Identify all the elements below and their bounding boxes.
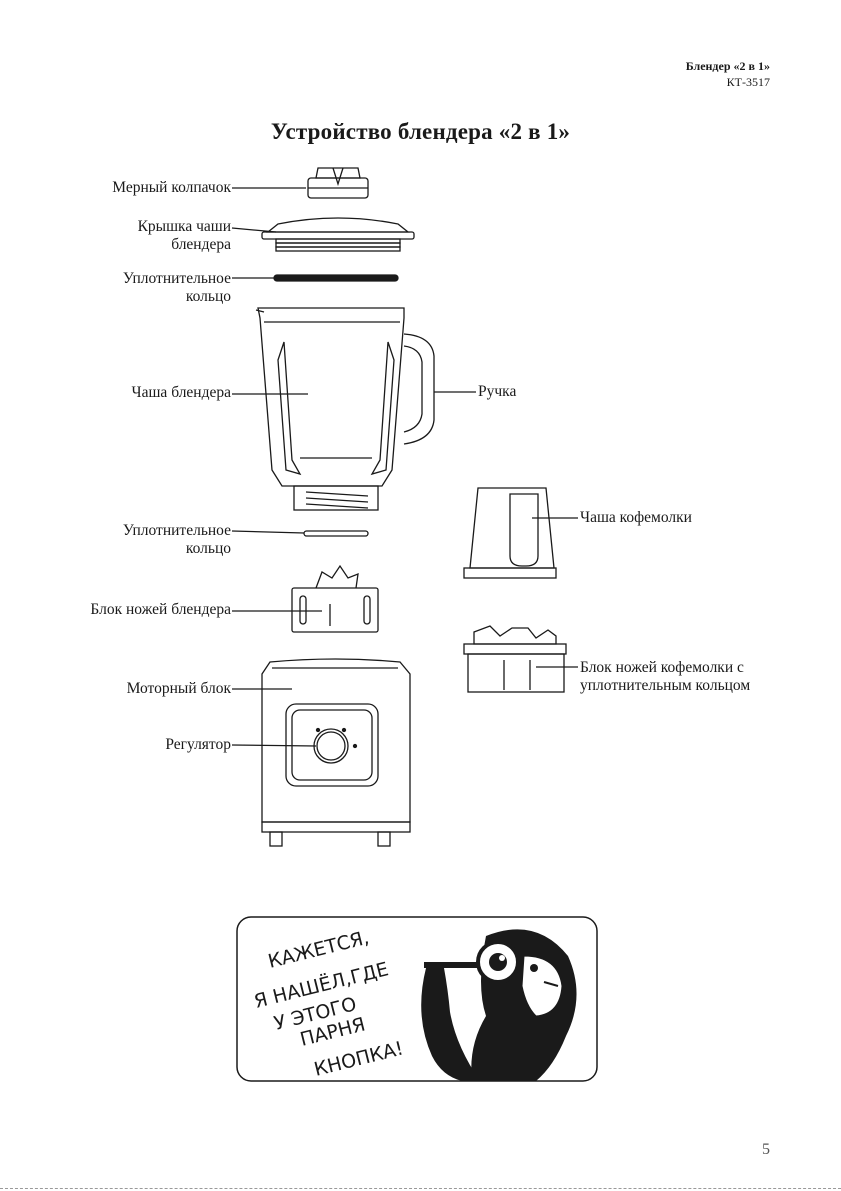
label-seal-ring-top-line2: кольцо bbox=[185, 288, 231, 305]
label-seal-ring-bottom-line2: кольцо bbox=[185, 540, 231, 557]
label-motor-unit: Моторный блок bbox=[126, 680, 231, 697]
label-seal-ring-bottom-line1: Уплотнительное bbox=[122, 522, 231, 539]
page-number: 5 bbox=[762, 1141, 770, 1158]
page-bottom-rule bbox=[0, 1188, 841, 1189]
label-seal-ring-top-line1: Уплотнительное bbox=[122, 270, 231, 287]
label-handle: Ручка bbox=[478, 383, 517, 400]
motor-unit-drawing bbox=[261, 658, 411, 847]
blender-jar-drawing bbox=[255, 307, 435, 511]
seal-ring-top-drawing bbox=[273, 274, 399, 282]
label-jar-lid-line2: блендера bbox=[171, 236, 231, 253]
label-measuring-cap: Мерный колпачок bbox=[112, 179, 231, 196]
label-grinder-blade-unit-line2: уплотнительным кольцом bbox=[580, 677, 751, 694]
header-model: КТ-3517 bbox=[726, 75, 770, 89]
page-title: Устройство блендера «2 в 1» bbox=[270, 119, 571, 144]
penguin-illustration bbox=[421, 929, 577, 1081]
cartoon-banner: КАЖЕТСЯ, Я НАШЁЛ,ГДЕ У ЭТОГО ПАРНЯ КНОПК… bbox=[236, 916, 598, 1082]
seal-ring-bottom-drawing bbox=[303, 530, 369, 537]
label-grinder-blade-unit-line1: Блок ножей кофемолки с bbox=[580, 659, 744, 676]
blender-blade-unit-drawing bbox=[291, 564, 379, 633]
jar-lid-drawing bbox=[261, 217, 415, 252]
grinder-cup-drawing bbox=[463, 487, 557, 579]
label-regulator: Регулятор bbox=[165, 736, 231, 753]
label-blender-blade-unit: Блок ножей блендера bbox=[90, 601, 231, 618]
measuring-cap-drawing bbox=[307, 167, 369, 199]
label-grinder-cup: Чаша кофемолки bbox=[580, 509, 692, 526]
grinder-blade-unit-drawing bbox=[463, 625, 567, 693]
header-product: Блендер «2 в 1» bbox=[685, 59, 770, 73]
label-blender-jar: Чаша блендера bbox=[131, 384, 231, 401]
label-jar-lid-line1: Крышка чаши bbox=[137, 218, 231, 235]
